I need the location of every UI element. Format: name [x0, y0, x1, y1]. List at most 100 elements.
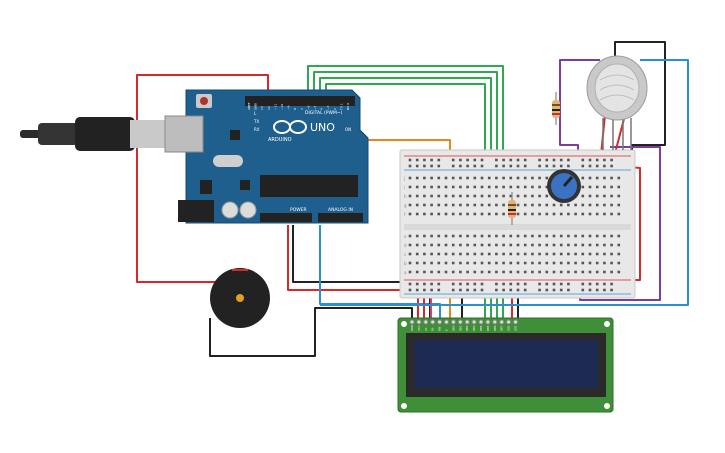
- lcd-pin[interactable]: [506, 319, 512, 325]
- lcd-pin[interactable]: [499, 319, 505, 325]
- breadboard-hole: [480, 212, 484, 216]
- lcd-pin[interactable]: [450, 319, 456, 325]
- rail-hole: [473, 282, 477, 286]
- rail-hole: [559, 288, 563, 292]
- lcd-pin-label: E: [445, 329, 449, 331]
- breadboard-hole: [538, 203, 541, 207]
- breadboard-hole: [480, 194, 484, 198]
- breadboard-hole: [538, 176, 541, 180]
- atmega-chip: [260, 175, 358, 197]
- rail-hole: [559, 164, 563, 168]
- purple-wire-sensor[interactable]: [559, 59, 600, 155]
- gas-sensor[interactable]: [586, 55, 648, 150]
- rail-hole: [459, 158, 462, 162]
- breadboard-hole: [415, 212, 419, 216]
- breadboard-hole: [480, 234, 484, 238]
- breadboard-hole: [610, 234, 613, 238]
- breadboard-hole: [495, 243, 498, 247]
- breadboard-hole: [502, 270, 505, 274]
- rail-hole: [415, 288, 419, 292]
- lcd-pin[interactable]: [444, 319, 449, 325]
- rail-hole: [480, 282, 484, 286]
- breadboard-hole: [408, 234, 412, 238]
- breadboard-hole: [437, 243, 441, 247]
- lcd-pin[interactable]: [478, 319, 484, 325]
- lcd-pin[interactable]: [492, 319, 498, 325]
- black-wire-buzzer[interactable]: [209, 307, 413, 357]
- rail-hole: [588, 282, 592, 286]
- piezo-buzzer[interactable]: [210, 268, 270, 328]
- breadboard-hole: [459, 270, 462, 274]
- breadboard-hole: [480, 270, 484, 274]
- rail-hole: [603, 282, 606, 286]
- breadboard-hole: [487, 252, 491, 256]
- breadboard-hole: [473, 203, 477, 207]
- breadboard-hole: [466, 203, 469, 207]
- breadboard-hole: [617, 185, 621, 189]
- breadboard-hole: [459, 234, 462, 238]
- breadboard-hole: [574, 243, 577, 247]
- digital-label: DIGITAL (PWM~): [305, 110, 343, 116]
- rail-hole: [495, 158, 498, 162]
- breadboard-hole: [509, 234, 513, 238]
- breadboard-hole: [545, 243, 549, 247]
- lcd-pin[interactable]: [485, 319, 491, 325]
- breadboard-hole: [552, 203, 556, 207]
- rail-hole: [408, 158, 412, 162]
- breadboard-hole: [451, 234, 455, 238]
- rail-hole: [610, 282, 613, 286]
- breadboard-hole: [538, 185, 541, 189]
- breadboard-hole: [523, 243, 527, 247]
- breadboard-hole: [617, 270, 621, 274]
- breadboard-hole: [444, 194, 448, 198]
- breadboard-hole: [430, 176, 433, 180]
- breadboard-hole: [473, 252, 477, 256]
- breadboard-hole: [430, 243, 433, 247]
- rail-hole: [451, 164, 455, 168]
- rail-hole: [581, 164, 585, 168]
- lcd-pin[interactable]: [513, 319, 518, 325]
- breadboard-hole: [437, 212, 441, 216]
- arduino-logo: [273, 120, 307, 134]
- lcd-pin[interactable]: [471, 319, 477, 325]
- rail-hole: [502, 288, 505, 292]
- breadboard-hole: [610, 185, 613, 189]
- breadboard-hole: [516, 203, 520, 207]
- breadboard-hole: [567, 261, 570, 265]
- breadboard-hole: [495, 252, 498, 256]
- rail-hole: [437, 158, 441, 162]
- breadboard-hole: [444, 234, 448, 238]
- breadboard-hole: [523, 252, 527, 256]
- rail-hole: [473, 288, 477, 292]
- potentiometer[interactable]: [547, 169, 581, 203]
- lcd-pin[interactable]: [457, 319, 463, 325]
- blue-wire-sensor[interactable]: [320, 59, 689, 306]
- lcd-pin[interactable]: [423, 319, 429, 325]
- lcd-pin[interactable]: [416, 319, 422, 325]
- black-wire-gnd[interactable]: [292, 225, 463, 318]
- breadboard-hole: [408, 203, 412, 207]
- resistor[interactable]: [552, 92, 560, 125]
- lcd-pin[interactable]: [437, 319, 443, 325]
- rail-hole: [516, 158, 520, 162]
- rail-hole: [459, 288, 462, 292]
- resistor[interactable]: [508, 192, 516, 225]
- arduino-uno[interactable]: ARDUINO UNO DIGITAL (PWM~) POWER ANALOG …: [164, 89, 369, 224]
- rail-hole: [466, 158, 469, 162]
- lcd-pin[interactable]: [430, 319, 436, 325]
- breadboard-hole: [523, 234, 527, 238]
- breadboard-hole: [408, 270, 412, 274]
- lcd-pin[interactable]: [409, 319, 415, 325]
- lcd-pin[interactable]: [464, 319, 470, 325]
- rail-hole: [437, 164, 441, 168]
- breadboard-hole: [473, 176, 477, 180]
- breadboard-hole: [581, 176, 585, 180]
- rail-hole: [581, 158, 585, 162]
- breadboard-hole: [473, 243, 477, 247]
- rail-hole: [538, 288, 541, 292]
- breadboard-hole: [459, 212, 462, 216]
- breadboard-hole: [415, 176, 419, 180]
- breadboard-hole: [588, 243, 592, 247]
